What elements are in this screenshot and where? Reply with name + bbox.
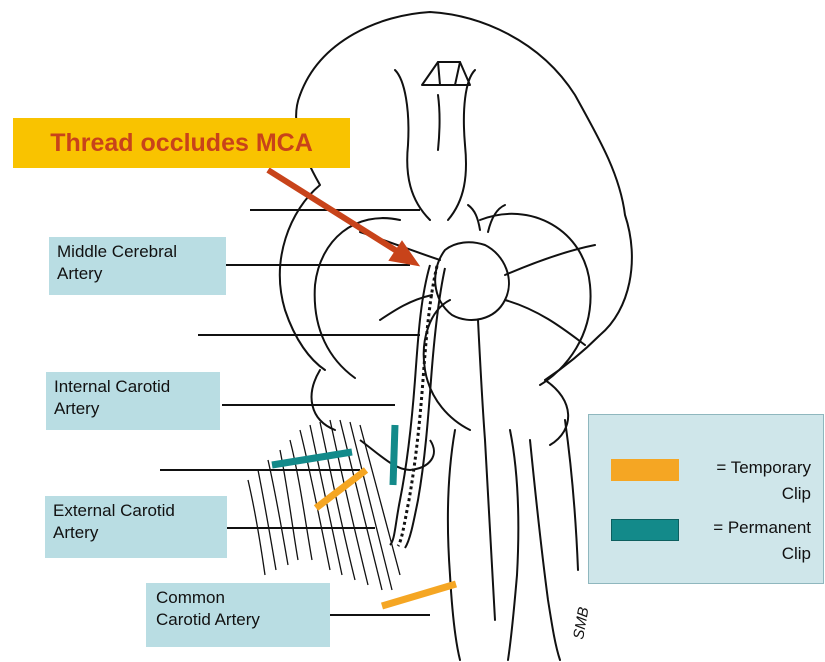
- internal-carotid-inner: [405, 268, 445, 548]
- label-internal-carotid-artery: Internal Carotid Artery: [46, 372, 220, 430]
- brainstem: [448, 430, 460, 660]
- label-middle-cerebral-artery: Middle Cerebral Artery: [49, 237, 226, 295]
- brain-outline: [300, 12, 632, 380]
- legend-permanent-clip-label: = Permanent Clip: [713, 515, 811, 567]
- artist-signature: SMB: [570, 606, 592, 641]
- callout-arrow: [268, 170, 418, 265]
- olfactory-bulb-right: [448, 70, 475, 220]
- temporary-clip-swatch: [611, 459, 679, 481]
- circle-of-willis: [435, 242, 509, 320]
- internal-carotid-outer: [390, 265, 430, 545]
- permanent-clip-ica: [393, 425, 395, 485]
- permanent-clip-swatch: [611, 519, 679, 541]
- legend-temporary-clip-label: = Temporary Clip: [716, 455, 811, 507]
- clip-legend: = Temporary Clip = Permanent Clip: [588, 414, 824, 584]
- olfactory-bulb-left: [395, 70, 430, 220]
- label-common-carotid-artery: Common Carotid Artery: [146, 583, 330, 647]
- temporary-clip-cca: [382, 584, 456, 606]
- callout-thread-occludes-mca: Thread occludes MCA: [13, 118, 350, 168]
- label-external-carotid-artery: External Carotid Artery: [45, 496, 227, 558]
